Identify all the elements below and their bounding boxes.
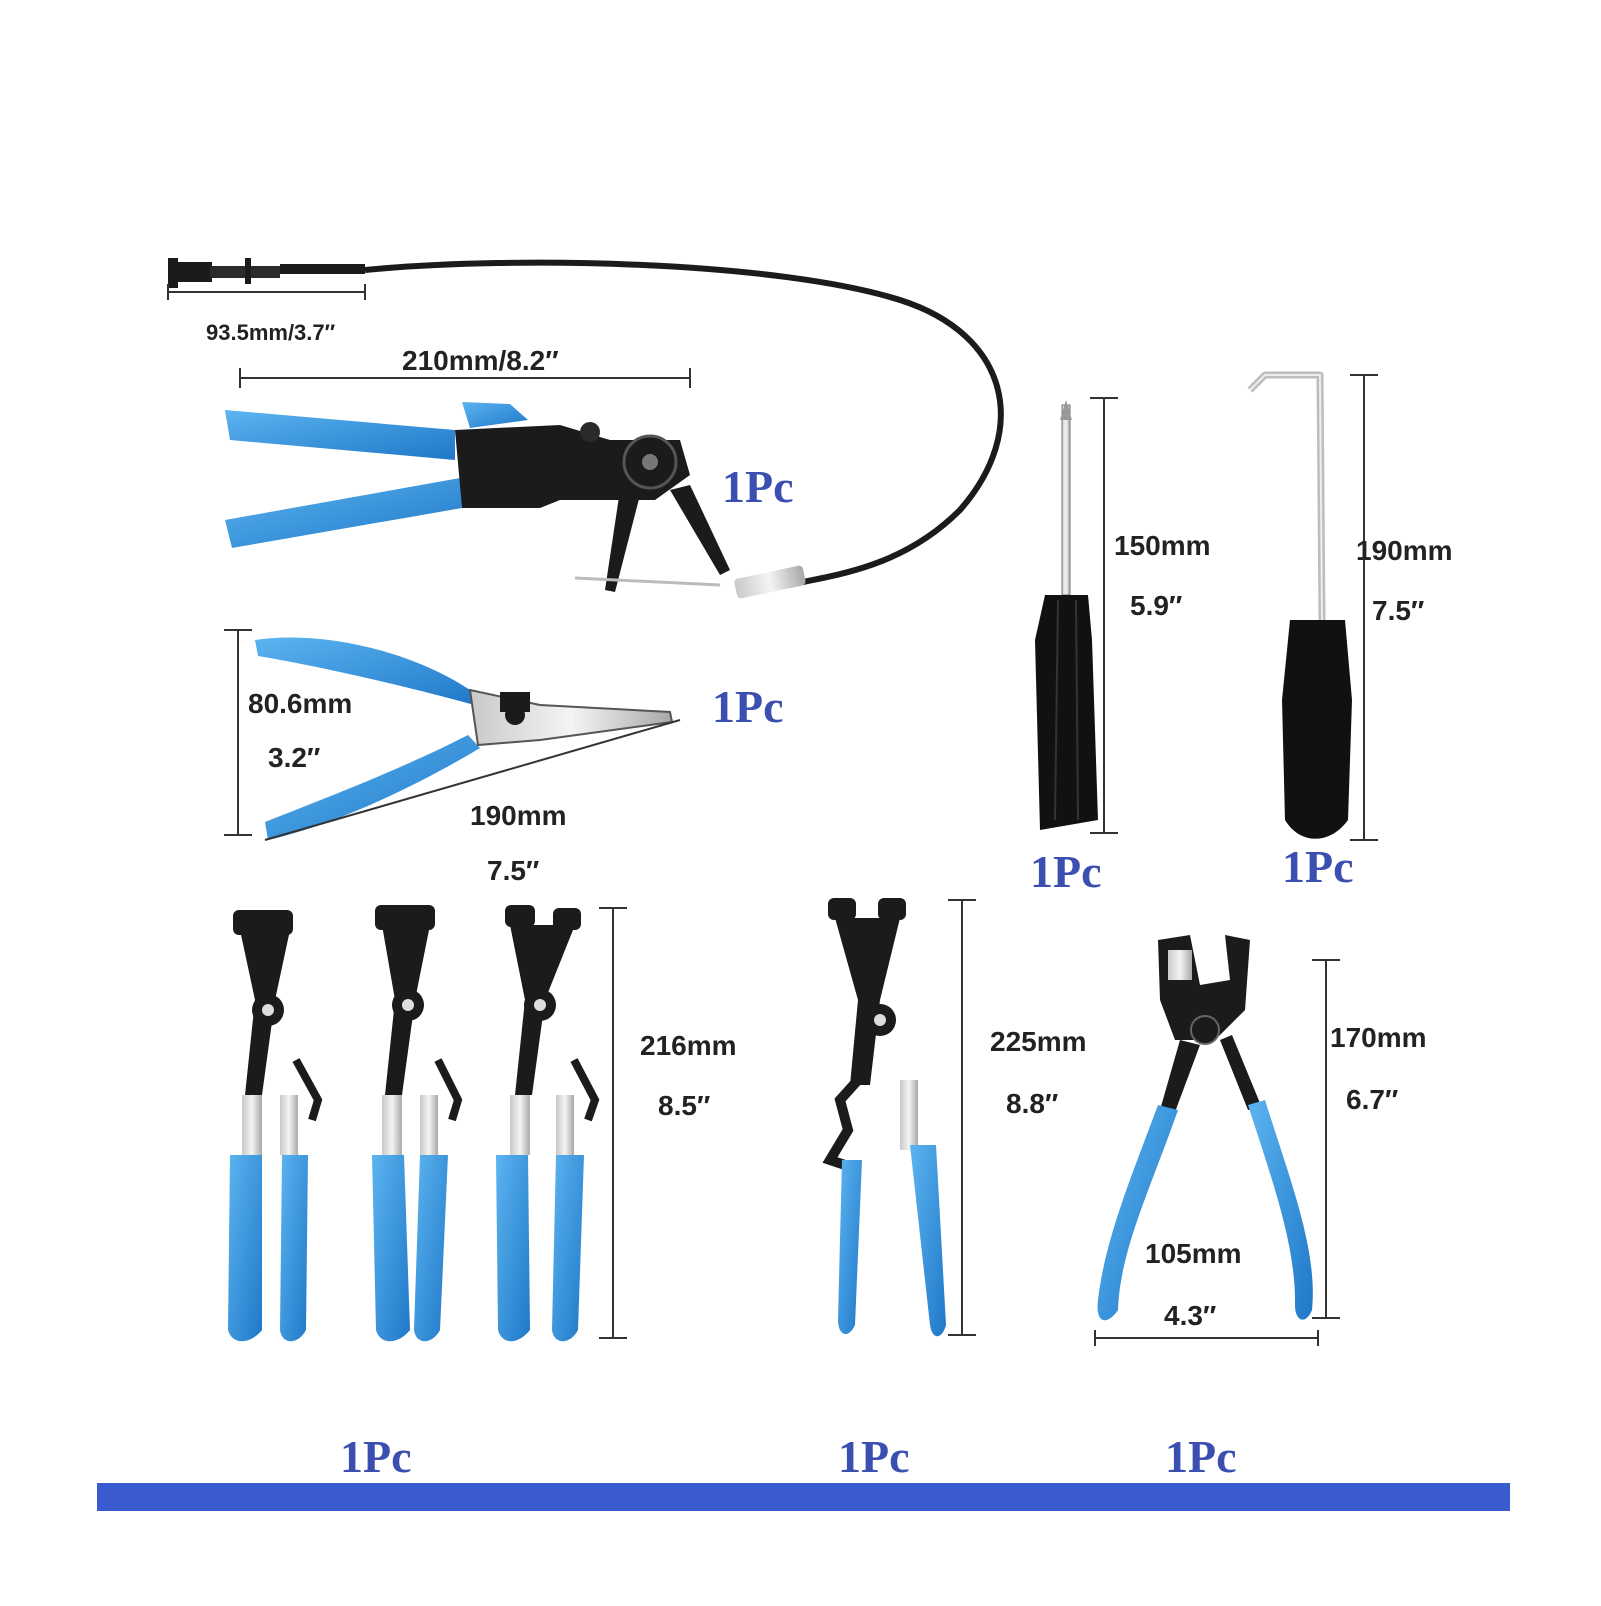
hook-pick-qty: 1Pc bbox=[1282, 841, 1354, 892]
clip-plier-width-in: 4.3″ bbox=[1164, 1300, 1217, 1331]
hook-pick bbox=[1247, 371, 1352, 839]
angled-plier-length-mm: 225mm bbox=[990, 1026, 1087, 1057]
screwdriver-qty: 1Pc bbox=[1030, 846, 1102, 897]
cable-plier-length-label: 210mm/8.2″ bbox=[402, 345, 559, 376]
screwdriver-dimension-line bbox=[1090, 397, 1118, 834]
screwdriver bbox=[1035, 400, 1098, 830]
cable-tip-icon bbox=[168, 258, 365, 288]
long-nose-length-mm: 190mm bbox=[470, 800, 567, 831]
hook-pick-length-mm: 190mm bbox=[1356, 535, 1453, 566]
long-nose-length-in: 7.5″ bbox=[487, 855, 540, 886]
hose-clamp-plier-set bbox=[228, 905, 600, 1342]
footer-accent-bar bbox=[97, 1483, 1510, 1511]
long-nose-plier-dimension-lines bbox=[224, 629, 681, 841]
screwdriver-length-mm: 150mm bbox=[1114, 530, 1211, 561]
hose-clamp-set-qty: 1Pc bbox=[340, 1431, 412, 1482]
long-nose-plier bbox=[255, 637, 674, 840]
long-nose-height-in: 3.2″ bbox=[268, 742, 321, 773]
hose-clamp-plier-set-dimension-line bbox=[599, 907, 627, 1339]
hose-clamp-set-length-mm: 216mm bbox=[640, 1030, 737, 1061]
hose-clamp-plier-1 bbox=[228, 910, 323, 1342]
long-nose-height-mm: 80.6mm bbox=[248, 688, 353, 719]
hose-clamp-set-length-in: 8.5″ bbox=[658, 1090, 711, 1121]
angled-plier-length-in: 8.8″ bbox=[1006, 1088, 1059, 1119]
cable-tip-dimension-label: 93.5mm/3.7″ bbox=[206, 320, 336, 345]
hose-clamp-plier-2 bbox=[372, 905, 463, 1342]
clip-plier bbox=[1097, 935, 1313, 1321]
angled-clamp-plier bbox=[822, 898, 946, 1337]
clip-plier-dimension-lines bbox=[1094, 959, 1340, 1346]
clip-plier-height-in: 6.7″ bbox=[1346, 1084, 1399, 1115]
cable-plier-qty: 1Pc bbox=[722, 461, 794, 512]
clip-plier-height-mm: 170mm bbox=[1330, 1022, 1427, 1053]
hook-pick-length-in: 7.5″ bbox=[1372, 595, 1425, 626]
cable-plier-upper-handle bbox=[225, 410, 455, 460]
hook-pick-dimension-line bbox=[1350, 374, 1378, 841]
angled-clamp-plier-dimension-line bbox=[948, 899, 976, 1336]
screwdriver-length-in: 5.9″ bbox=[1130, 590, 1183, 621]
cable-plier-lower-handle bbox=[225, 478, 462, 548]
cable-plier bbox=[168, 258, 1004, 599]
long-nose-plier-qty: 1Pc bbox=[712, 681, 784, 732]
clip-plier-width-mm: 105mm bbox=[1145, 1238, 1242, 1269]
hose-clamp-plier-3 bbox=[496, 905, 600, 1342]
cable-plier-dimension-lines bbox=[167, 284, 691, 388]
angled-plier-qty: 1Pc bbox=[838, 1431, 910, 1482]
clip-plier-qty: 1Pc bbox=[1165, 1431, 1237, 1482]
cable-line bbox=[364, 259, 1004, 588]
